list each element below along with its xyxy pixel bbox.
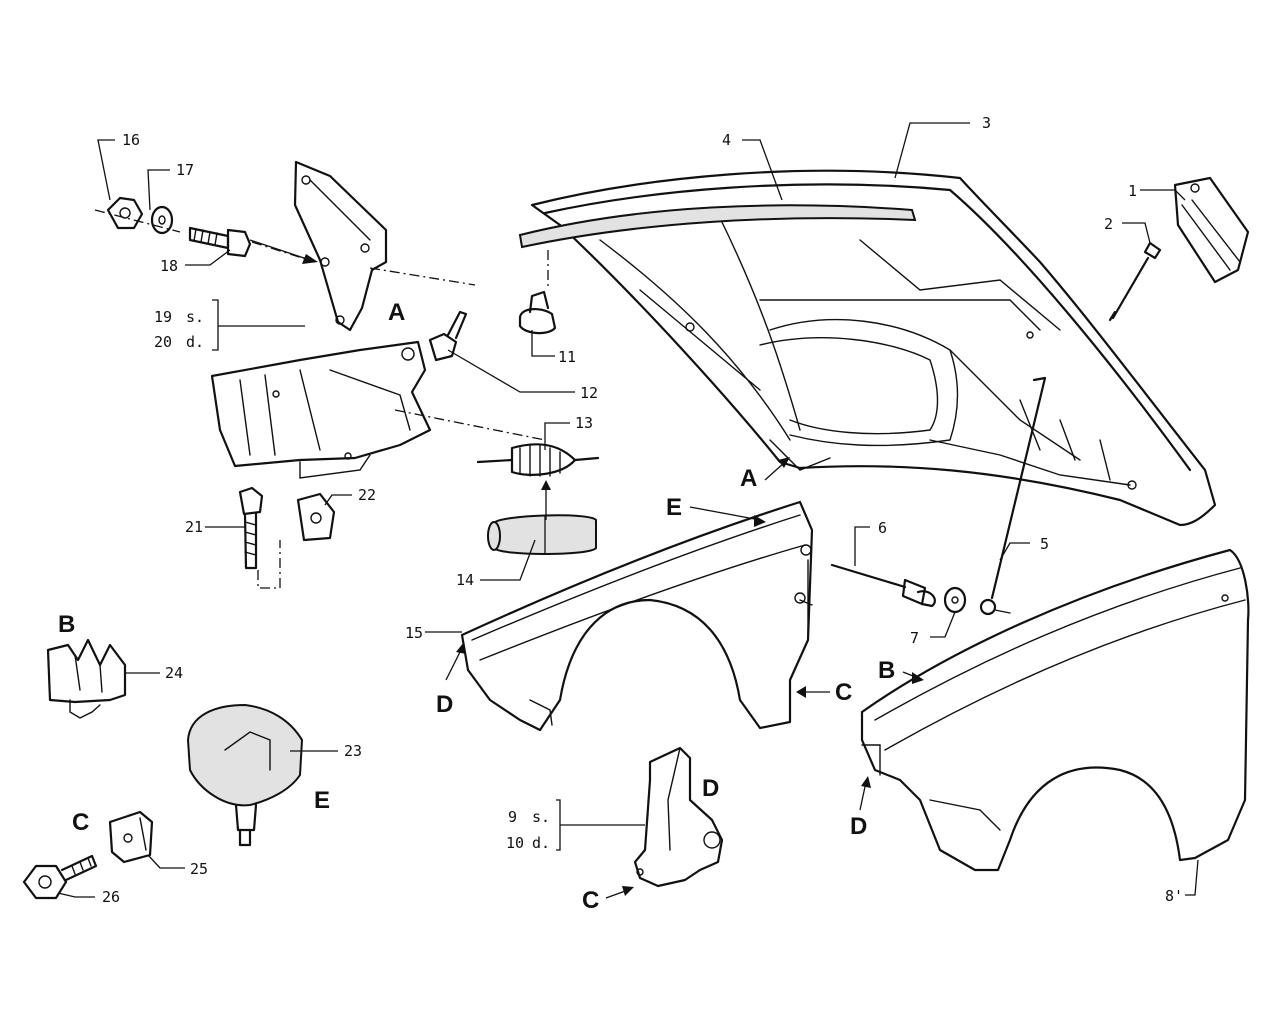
label-part-24: 24 — [165, 664, 183, 682]
seal-retaining-clip — [518, 290, 557, 335]
label-part-15: 15 — [405, 624, 423, 642]
ref-letter-b-clip: B — [58, 611, 75, 638]
ref-letter-b-fender: B — [878, 657, 895, 684]
hood-seal-strip — [518, 204, 917, 249]
label-side-left-hinge: s. — [186, 308, 204, 326]
label-part-21: 21 — [185, 518, 203, 536]
pivot-pin-assembly — [830, 563, 967, 614]
label-part-20: 20 — [154, 333, 172, 351]
spring-foam-sleeve — [487, 514, 597, 555]
label-part-8: 8' — [1165, 887, 1183, 905]
clip-nut — [108, 810, 154, 864]
label-part-6: 6 — [878, 519, 887, 537]
fender-screw — [22, 854, 98, 900]
label-part-14: 14 — [456, 571, 474, 589]
ref-letter-d-bracket: D — [702, 775, 719, 802]
label-part-7: 7 — [910, 629, 919, 647]
label-part-3: 3 — [982, 114, 991, 132]
part-number-labels: 1 2 3 4 5 6 7 8' 9 s. 10 d. 11 12 13 14 … — [102, 114, 1183, 906]
ref-letter-d-fender: D — [436, 691, 453, 718]
ref-letter-c-clip: C — [72, 809, 89, 836]
bracket-bolt — [238, 486, 264, 570]
hinge-nut — [106, 196, 144, 230]
label-part-16: 16 — [122, 131, 140, 149]
label-part-9: 9 — [508, 808, 517, 826]
label-side-right-hinge: d. — [186, 333, 204, 351]
reference-letters: A A B B C C C D D D E E — [58, 299, 895, 914]
ref-letter-c-bracket: C — [582, 887, 599, 914]
label-part-4: 4 — [722, 131, 731, 149]
label-part-19: 19 — [154, 308, 172, 326]
hood-rubber-buffer — [186, 703, 304, 847]
label-part-22: 22 — [358, 486, 376, 504]
label-part-1: 1 — [1128, 182, 1137, 200]
leader-lines — [57, 122, 1199, 899]
hood-lock-pin — [1108, 241, 1162, 322]
label-part-11: 11 — [558, 348, 576, 366]
label-part-10: 10 — [506, 834, 524, 852]
ref-letter-e-fender: E — [666, 494, 682, 521]
label-side-right: d. — [532, 834, 550, 852]
label-part-12: 12 — [580, 384, 598, 402]
label-part-13: 13 — [575, 414, 593, 432]
hood-hinge-bracket — [210, 160, 432, 479]
fender-mounting-bracket — [633, 746, 724, 888]
ref-letter-c-fender: C — [835, 679, 852, 706]
label-part-5: 5 — [1040, 535, 1049, 553]
fender-spring-clip — [46, 638, 127, 719]
label-part-23: 23 — [344, 742, 362, 760]
label-part-17: 17 — [176, 161, 194, 179]
hood-prop-rod — [979, 376, 1047, 616]
left-front-fender — [460, 500, 814, 732]
ref-letter-d-right-fender: D — [850, 813, 867, 840]
label-side-left: s. — [532, 808, 550, 826]
label-part-25: 25 — [190, 860, 208, 878]
hood-panel — [530, 169, 1217, 527]
label-part-26: 26 — [102, 888, 120, 906]
hood-spring — [476, 443, 600, 477]
hinge-bolt — [188, 226, 252, 258]
cage-nut — [296, 492, 336, 542]
label-part-2: 2 — [1104, 215, 1113, 233]
ref-letter-a-hood: A — [740, 465, 757, 492]
hinge-washer — [150, 205, 174, 235]
ref-letter-e-buffer: E — [314, 787, 330, 814]
hinge-screw — [428, 310, 468, 362]
ref-letter-a-hinge: A — [388, 299, 405, 326]
label-part-18: 18 — [160, 257, 178, 275]
right-front-fender — [860, 548, 1250, 872]
hood-lock-latch — [1173, 176, 1250, 284]
